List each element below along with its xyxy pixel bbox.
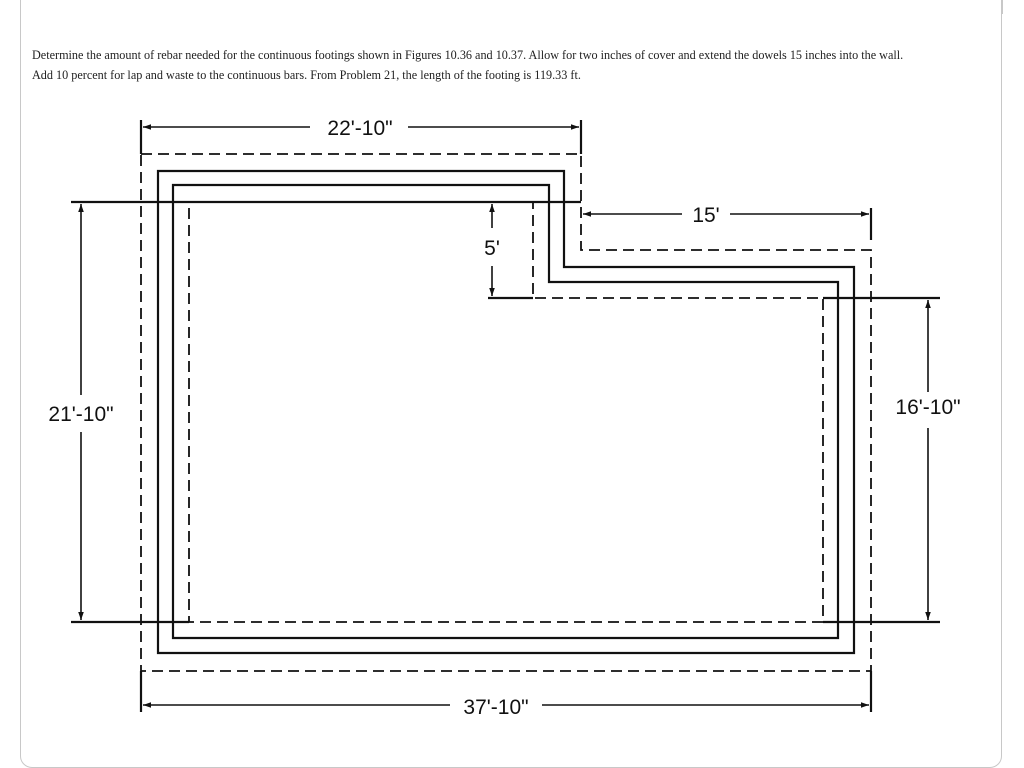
wall-inner-line	[171, 183, 840, 640]
problem-statement: Determine the amount of rebar needed for…	[32, 45, 992, 85]
dim-label-right: 16'-10"	[895, 396, 960, 419]
footing-outer-outline	[140, 153, 872, 672]
dim-label-notch-width: 15'	[692, 204, 719, 227]
problem-line-1: Determine the amount of rebar needed for…	[32, 48, 904, 62]
footing-inner-outline	[188, 201, 824, 623]
dim-label-notch-depth: 5'	[484, 237, 500, 260]
dim-label-bottom: 37'-10"	[463, 696, 528, 719]
wall-outer-line	[156, 169, 856, 655]
problem-line-2: Add 10 percent for lap and waste to the …	[32, 68, 581, 82]
dim-label-left: 21'-10"	[48, 403, 113, 426]
footing-plan-figure: 22'-10" 15' 5' 21'-10" 16'-10" 37'-10"	[48, 117, 960, 719]
dim-label-top: 22'-10"	[327, 117, 392, 140]
